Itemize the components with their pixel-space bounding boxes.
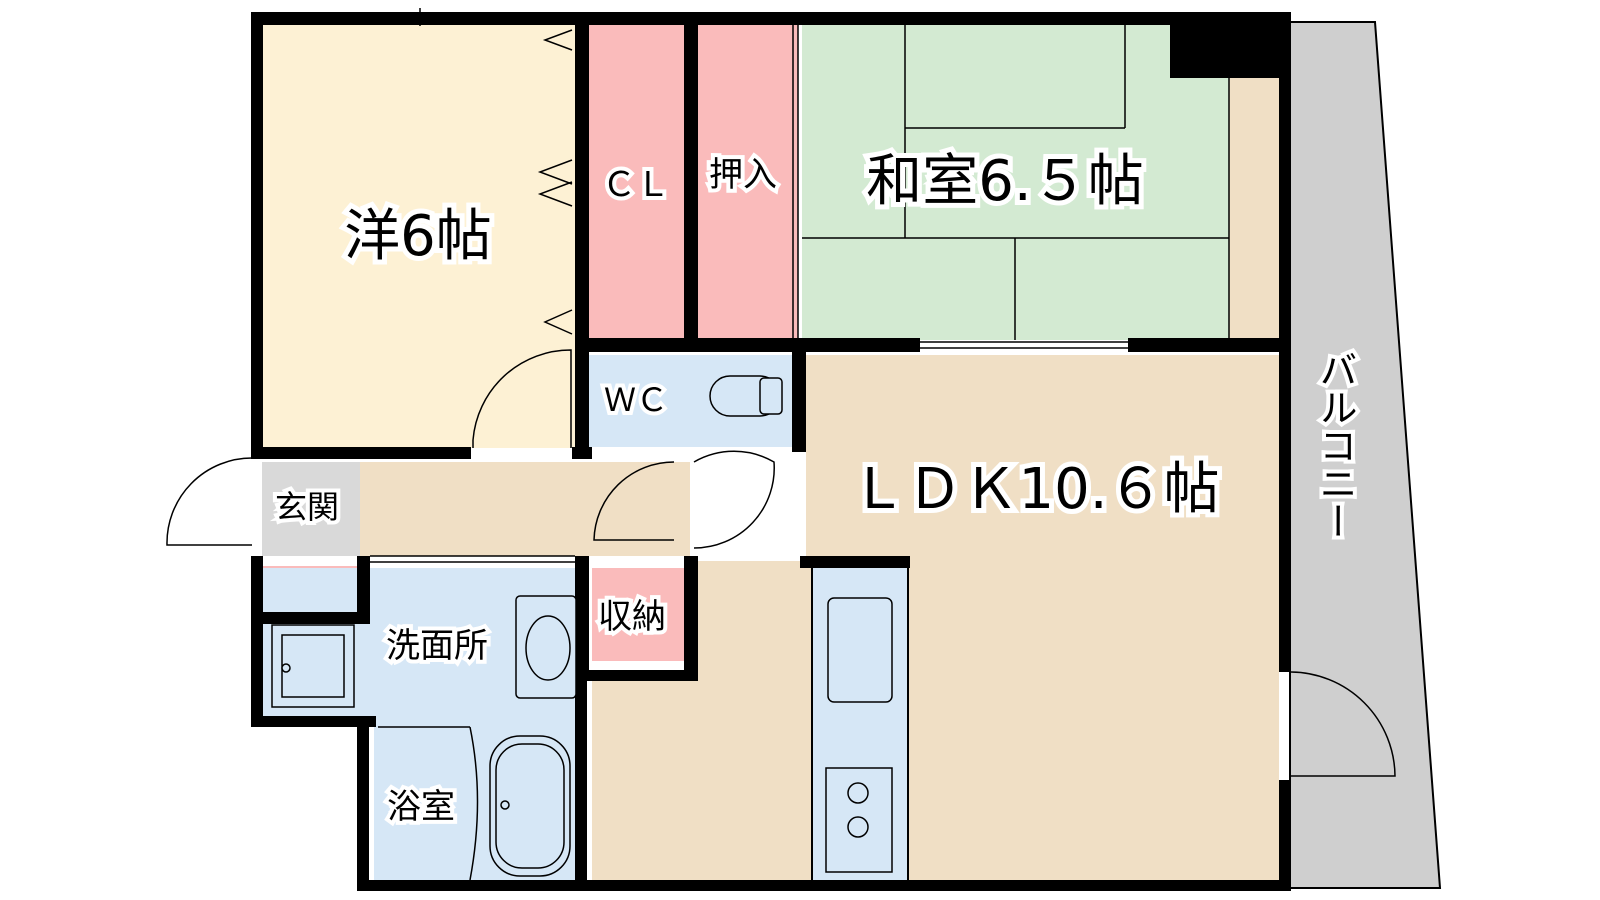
label-oshiire: 押入 [709, 155, 777, 195]
label-closet: ＣＬ [602, 165, 670, 205]
label-japanese: 和室6.５帖 [866, 149, 1143, 214]
storage-area [592, 568, 684, 661]
oshiire-area [698, 24, 798, 342]
room-labels: 洋6帖 ＣＬ 押入 和室6.５帖 ＷＣ ＬＤＫ10.６帖 玄関 収納 洗面所 浴… [271, 144, 1361, 831]
label-wc: ＷＣ [604, 381, 668, 419]
kitchen-sink-icon [827, 597, 893, 703]
label-balcony: バルコニー [1313, 350, 1357, 540]
tatami-lines [802, 24, 1230, 340]
label-bathroom: 浴室 [387, 787, 455, 827]
closet-area [589, 24, 684, 342]
label-entrance: 玄関 [275, 488, 339, 526]
western-room-area [262, 24, 575, 448]
label-ldk: ＬＤＫ10.６帖 [850, 457, 1219, 522]
washing-machine-icon [271, 624, 355, 708]
fixtures [271, 375, 893, 877]
label-washroom: 洗面所 [386, 626, 488, 666]
japanese-room-engawa [1229, 78, 1279, 340]
hallway-area [360, 462, 690, 556]
door-swings [166, 8, 1396, 881]
label-storage: 収納 [598, 597, 666, 637]
ldk-area [592, 355, 1279, 882]
entrance-area [262, 462, 360, 556]
label-western: 洋6帖 [344, 204, 492, 269]
